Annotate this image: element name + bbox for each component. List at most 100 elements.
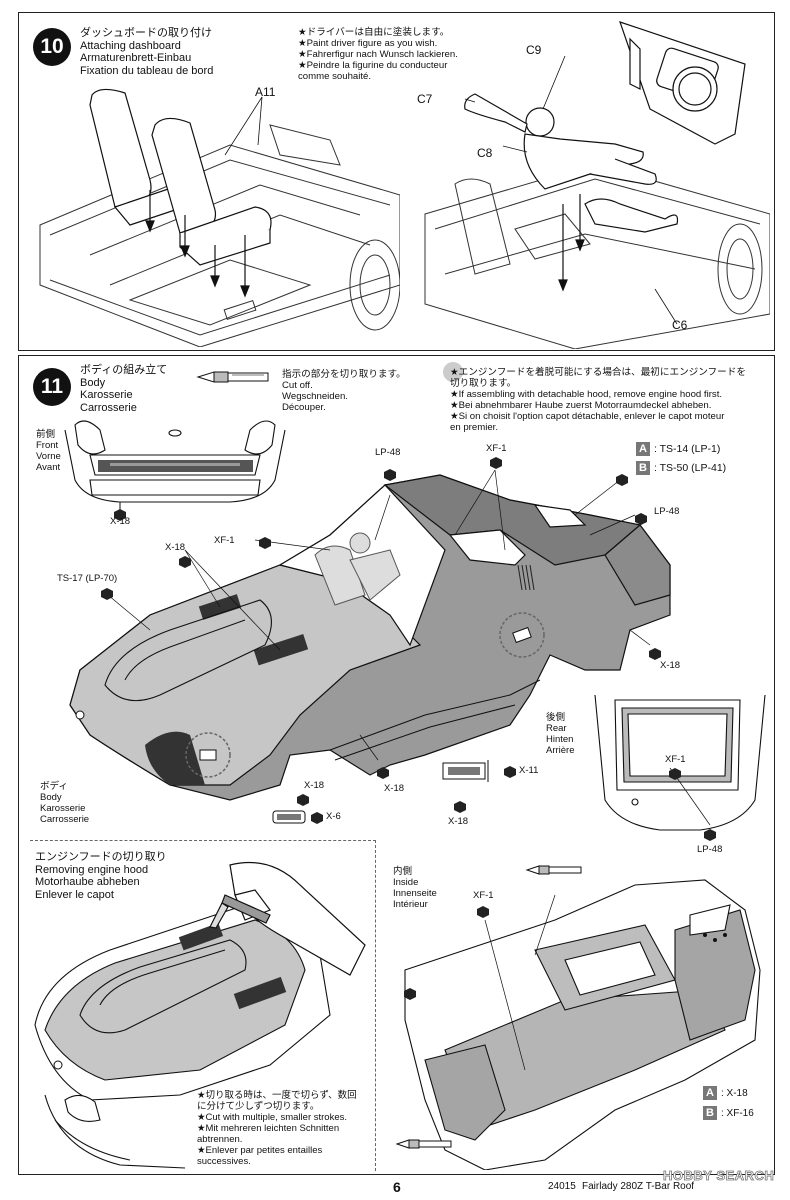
hood-note-line: ★Bei abnehmbarer Haube zuerst Motorraumd… [450,400,712,411]
footer-code: 24015 [548,1181,576,1192]
paint-letter: A [636,442,650,456]
hex-marker-icon [635,513,647,525]
hood-removal-panel [30,840,376,1171]
step11-title-en: Body [80,376,106,389]
cutoff-line: Wegschneiden. [282,391,348,402]
hood-note-line: ★Si on choisit l'option capot détachable… [450,411,725,422]
hex-marker-icon [179,556,191,568]
hex-marker-icon [477,906,489,918]
inside-label-line: 内側 [393,866,413,877]
hood-removal-title-en: Removing engine hood [35,863,149,876]
hex-marker-icon [704,829,716,841]
tip-line: abtrennen. [197,1134,243,1145]
label-x18-rear-right: X-18 [660,660,681,671]
paint-legend: A : TS-14 (LP-1) B : TS-50 (LP-41) [636,442,726,475]
hood-note-marker [443,362,463,382]
label-xf1-rear: XF-1 [665,754,686,765]
label-ts17: TS-17 (LP-70) [57,573,118,584]
label-a11: A11 [255,85,276,99]
rear-label-line: Arrière [546,745,575,756]
hex-marker-icon [454,801,466,813]
body-label-line: Carrosserie [40,814,90,825]
emblem-part-icon [272,810,306,824]
paint-letter: B [703,1106,717,1120]
tip-line: ★切り取る時は、一度で切らず、数回 [197,1090,357,1101]
inside-paint-legend: A: X-18 B : XF-16 [703,1086,754,1120]
tip-line: ★Cut with multiple, smaller strokes. [197,1112,348,1123]
front-label-line: 前側 [36,429,56,440]
cutoff-line: Découper. [282,402,326,413]
rear-view-label: 後側 Rear Hinten Arrière [546,712,575,756]
label-x18-bottom-mid: X-18 [384,783,405,794]
rear-label-line: 後側 [546,712,566,723]
paint-text: : TS-50 (LP-41) [654,462,727,474]
page-number: 6 [393,1179,401,1195]
paint-b: B : TS-50 (LP-41) [636,461,726,475]
label-x18-bottom-right: X-18 [448,816,469,827]
paint-a: A : TS-14 (LP-1) [636,442,726,456]
hex-marker-icon [616,474,628,486]
front-label-line: Avant [36,462,61,473]
step10-title-en: Attaching dashboard [80,39,181,52]
hood-note: ★エンジンフードを着脱可能にする場合は、最初にエンジンフードを 切り取ります。 … [450,367,770,433]
tip-line: ★Mit mehreren leichten Schnitten [197,1123,340,1134]
step10-title: ダッシュボードの取り付け Attaching dashboard Armatur… [80,27,213,77]
hood-removal-illustration [34,861,366,1101]
label-xf1-top: XF-1 [486,443,507,454]
paint-text: : TS-14 (LP-1) [654,443,721,455]
step10-number: 10 [33,28,71,66]
paint-letter: B [636,461,650,475]
front-view-label: 前側 Front Vorne Avant [36,429,61,473]
hex-marker-icon [311,812,323,824]
body-label: ボディ Body Karosserie Carrosserie [40,781,89,825]
rear-label-line: Hinten [546,734,574,745]
inside-body-illustration [404,879,761,1170]
inside-label-line: Innenseite [393,888,437,899]
paint-letter: A [703,1086,717,1100]
hex-marker-icon [297,794,309,806]
front-view-illustration [64,420,286,516]
footer-model: Fairlady 280Z T-Bar Roof [582,1181,695,1192]
label-xf1-left: XF-1 [214,535,235,546]
step11-title: ボディの組み立て Body Karosserie Carrosserie [80,364,167,414]
watermark: HOBBY SEARCH [663,1168,775,1184]
cutoff-note: 指示の部分を切り取ります。 Cut off. Wegschneiden. Déc… [282,369,406,413]
label-x18-bottom-left: X-18 [304,780,325,791]
car-body-illustration [69,469,671,801]
hood-removal-tip: ★切り取る時は、一度で切らず、数回 に分けて少しずつ切ります。 ★Cut wit… [197,1090,357,1167]
label-lp48-right: LP-48 [654,506,680,517]
step11-title-de: Karosserie [80,389,133,401]
label-lp48-top: LP-48 [375,447,401,458]
label-x6: X-6 [326,811,341,822]
note-line: ★ドライバーは自由に塗装します。 [298,27,450,38]
inside-paint-a: A: X-18 [703,1086,754,1100]
hood-note-line: en premier. [450,422,498,433]
tip-line: に分けて少しずつ切ります。 [197,1101,320,1112]
hood-removal-title-jp: エンジンフードの切り取り [35,851,167,863]
knife-icon [196,371,269,383]
hex-marker-icon [649,648,661,660]
hood-removal-title-de: Motorhaube abheben [35,876,140,888]
note-line: ★Fahrerfigur nach Wunsch lackieren. [298,49,458,60]
label-xf1-inside: XF-1 [473,890,494,901]
body-label-line: Karosserie [40,803,86,814]
hood-removal-title-fr: Enlever le capot [35,888,114,901]
hex-marker-icon [384,469,396,481]
note-line: ★Paint driver figure as you wish. [298,38,438,49]
paint-text: : XF-16 [721,1108,754,1119]
step10-note: ★ドライバーは自由に塗装します。 ★Paint driver figure as… [298,27,458,82]
label-c6: C6 [672,318,688,332]
driver-dashboard-illustration [424,21,770,349]
hex-marker-icon [404,988,416,1000]
body-label-line: Body [40,792,62,803]
inside-label: 内側 Inside Innenseite Intérieur [393,866,437,910]
rear-label-line: Rear [546,723,567,734]
hex-marker-icon [490,457,502,469]
step11-title-fr: Carrosserie [80,401,137,414]
rear-view-illustration [594,694,766,831]
inside-label-line: Inside [393,877,419,888]
seat-install-illustration [39,88,400,347]
step11-number: 11 [33,368,71,406]
hex-marker-icon [377,767,389,779]
tip-line: ★Enlever par petites entailles [197,1145,323,1156]
